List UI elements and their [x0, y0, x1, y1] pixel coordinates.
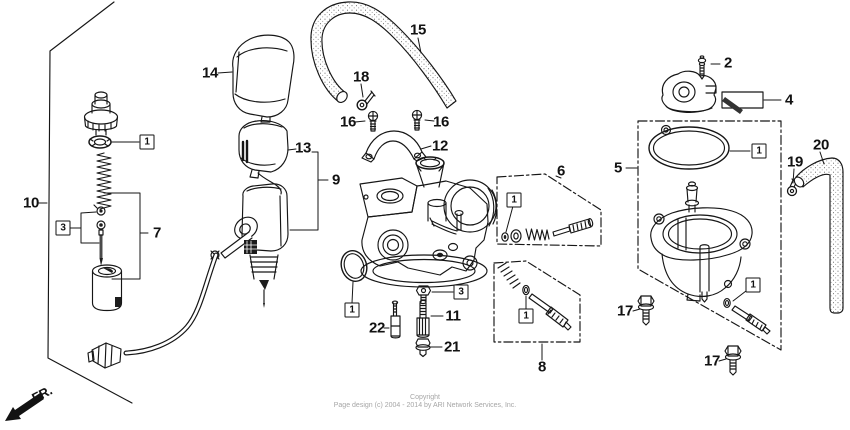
callout-8[interactable]: 8 — [537, 358, 547, 376]
part-6-screw-set-box — [496, 173, 602, 247]
part-15-hose — [310, 1, 457, 109]
callout-16-right[interactable]: 16 — [432, 113, 450, 131]
part-3-bolt — [415, 285, 432, 303]
float-chamber — [650, 181, 753, 303]
part-18-clamp — [356, 90, 376, 111]
part-17-screw-bottom — [724, 345, 742, 376]
part-14-cover — [232, 34, 295, 123]
callout-18[interactable]: 18 — [352, 68, 370, 86]
part-5-chamber-set-box — [637, 120, 782, 351]
callout-10[interactable]: 10 — [22, 194, 40, 212]
part-4-float — [661, 70, 764, 114]
callout-13[interactable]: 13 — [294, 139, 312, 157]
callout-21[interactable]: 21 — [443, 338, 461, 356]
group-boundary-lines — [47, 1, 133, 404]
carburetor-body — [359, 156, 498, 288]
callout-16-left[interactable]: 16 — [339, 113, 357, 131]
callout-5[interactable]: 5 — [613, 159, 623, 177]
callout-9[interactable]: 9 — [331, 171, 341, 189]
part-10-throttle-valve-set — [83, 91, 123, 312]
part-22-jet — [390, 300, 401, 339]
part-11-main-jet — [416, 299, 430, 338]
callout-22[interactable]: 22 — [368, 319, 386, 337]
part-20-hose — [793, 157, 844, 314]
callout-1-box6[interactable]: 1 — [506, 192, 522, 208]
part-1-oring — [340, 250, 368, 282]
part-1-gasket — [648, 124, 730, 170]
callout-1-washer[interactable]: 1 — [139, 134, 155, 150]
callout-1-oring[interactable]: 1 — [344, 302, 360, 318]
part-17-screw-left — [637, 295, 655, 326]
part-21-nut — [415, 338, 431, 358]
callout-17-left[interactable]: 17 — [616, 302, 634, 320]
callout-15[interactable]: 15 — [409, 21, 427, 39]
callout-14[interactable]: 14 — [201, 64, 219, 82]
copyright-line2: Page design (c) 2004 - 2014 by ARI Netwo… — [333, 401, 517, 409]
callout-6[interactable]: 6 — [556, 162, 566, 180]
callout-1-drain[interactable]: 1 — [745, 277, 761, 293]
callout-11[interactable]: 11 — [445, 307, 461, 325]
callout-12[interactable]: 12 — [431, 137, 449, 155]
callout-1-gasket[interactable]: 1 — [751, 143, 767, 159]
part-9-choke-solenoid — [87, 172, 289, 369]
callout-20[interactable]: 20 — [812, 136, 830, 154]
callout-3-needle[interactable]: 3 — [55, 220, 71, 236]
callout-17-bottom[interactable]: 17 — [703, 352, 721, 370]
callout-1-box8[interactable]: 1 — [518, 308, 534, 324]
copyright-line1: Copyright — [410, 394, 440, 401]
part-12-bracket — [361, 130, 427, 163]
drain-screw-set — [723, 298, 771, 335]
fr-arrow — [5, 393, 44, 421]
callout-19[interactable]: 19 — [786, 153, 804, 171]
part-2-screw — [697, 55, 707, 80]
part-16-screw-left — [367, 110, 379, 132]
part-13-cover — [238, 119, 289, 179]
part-8-screw-set-box — [493, 260, 581, 343]
copyright-text: Copyright Page design (c) 2004 - 2014 by… — [0, 394, 850, 409]
part-16-screw-right — [411, 109, 423, 131]
callout-4[interactable]: 4 — [784, 91, 794, 109]
callout-3-bolt[interactable]: 3 — [453, 284, 469, 300]
callout-7[interactable]: 7 — [152, 224, 162, 242]
callout-leaders — [37, 37, 825, 362]
callout-2[interactable]: 2 — [723, 54, 733, 72]
